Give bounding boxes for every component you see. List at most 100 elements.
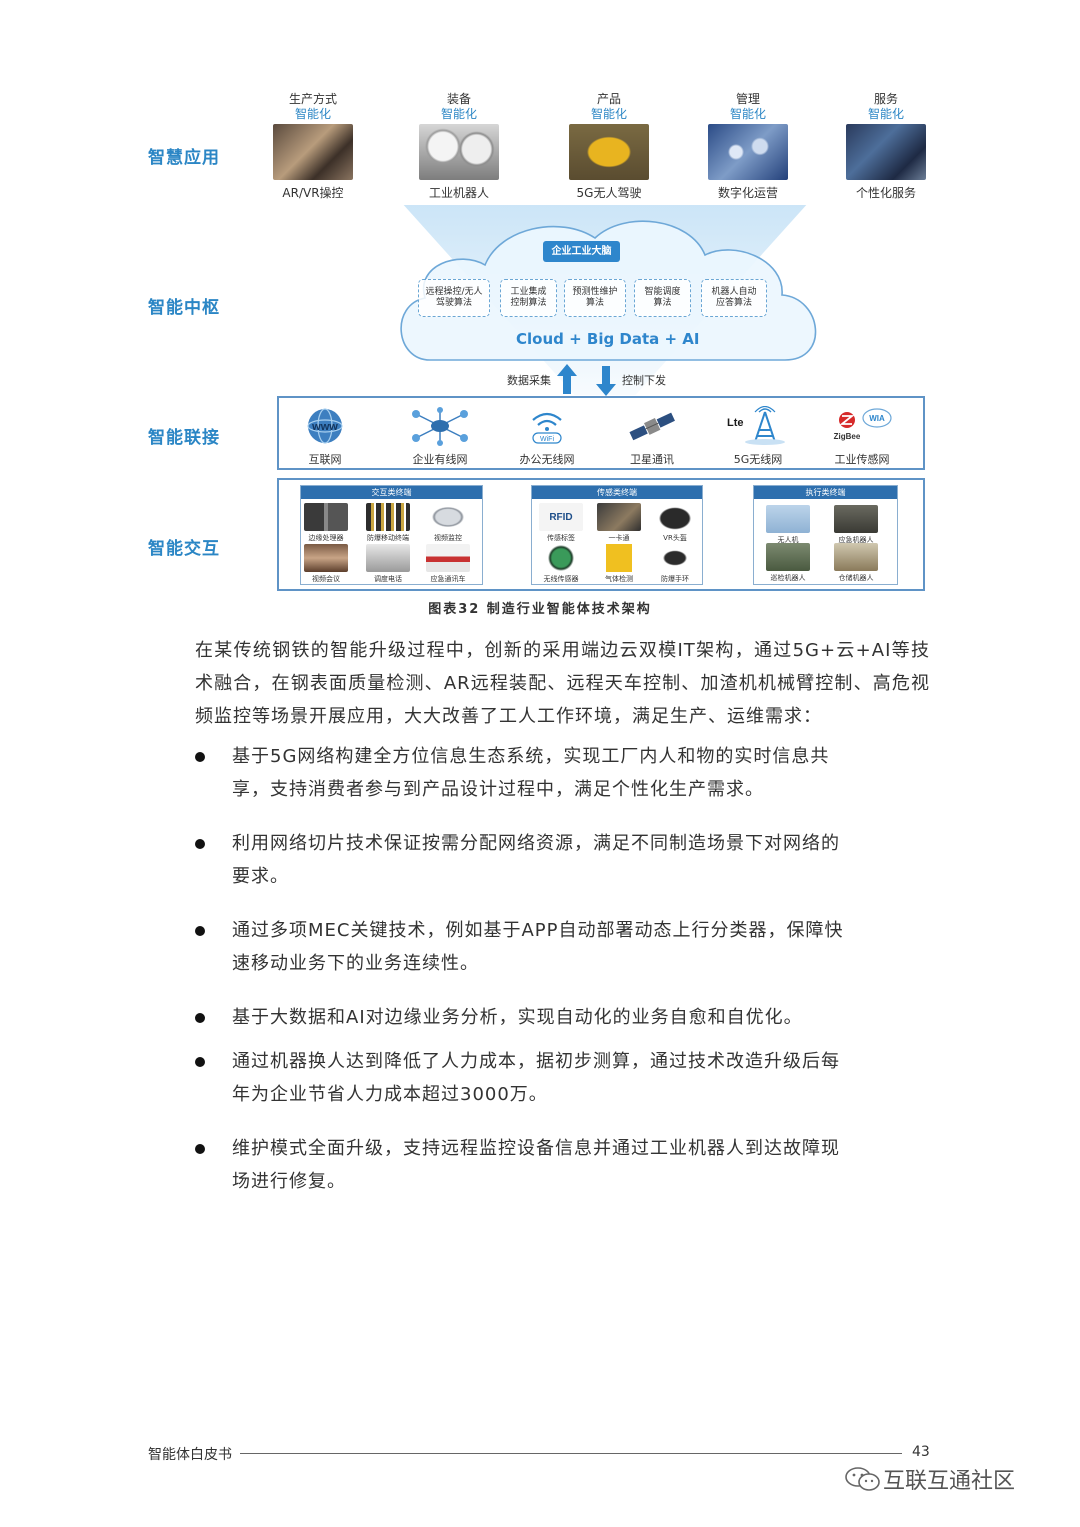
satellite-icon: [629, 412, 675, 441]
list-item: 通过机器换人达到降低了人力成本，据初步测算，通过技术改造升级后每年为企业节省人力…: [195, 1045, 855, 1111]
app-service: 服务 智能化 个性化服务: [821, 92, 951, 201]
device-caption: 防爆移动终端: [367, 534, 409, 542]
conn-caption: 企业有线网: [412, 453, 468, 466]
watermark-text: 互联互通社区: [883, 1469, 1016, 1494]
device-item: 视频会议: [298, 544, 354, 584]
conn-caption: 5G无线网: [733, 453, 783, 466]
drone-image: [766, 505, 810, 533]
wireless-sensor-image: [539, 544, 583, 572]
device-caption: 气体检测: [605, 575, 633, 583]
paragraph-text: 在某传统钢铁的智能升级过程中，创新的采用端边云双模IT架构，通过5G+云+AI等…: [195, 640, 930, 727]
device-caption: 防爆手环: [661, 575, 689, 583]
service-photo: [846, 124, 926, 180]
algo-line: 控制算法: [510, 298, 547, 308]
algo-line: 算法: [653, 298, 672, 308]
row-label-hub: 智能中枢: [148, 298, 220, 318]
device-caption: 无人机: [777, 536, 799, 544]
wifi-text: WiFi: [540, 436, 554, 443]
device-caption: 视频会议: [312, 575, 340, 583]
app-top: 管理: [735, 92, 760, 106]
conn-caption: 办公无线网: [519, 453, 575, 466]
bullet-text: 利用网络切片技术保证按需分配网络资源，满足不同制造场景下对网络的要求。: [232, 833, 840, 887]
connection-layer-box: [277, 396, 925, 470]
wifi-icon: WiFi: [532, 412, 562, 444]
body-paragraph: 在某传统钢铁的智能升级过程中，创新的采用端边云双模IT架构，通过5G+云+AI等…: [155, 634, 930, 733]
algo-line: 应答算法: [715, 298, 752, 308]
algorithm-predictive-maintenance: 预测性维护算法: [564, 279, 626, 317]
conn-wired: 企业有线网: [390, 405, 490, 467]
smart-card-image: [597, 503, 641, 531]
emergency-vehicle-image: [426, 544, 470, 572]
row-label-app: 智慧应用: [148, 148, 220, 168]
industrial-robot-photo: [419, 124, 499, 180]
group-header: 执行类终端: [754, 486, 897, 499]
algo-line: 驾驶算法: [435, 298, 472, 308]
bullet-dot: [195, 752, 205, 762]
bullet-text: 通过多项MEC关键技术，例如基于APP自动部署动态上行分类器，保障快速移动业务下…: [232, 920, 844, 974]
handheld-terminal-image: [366, 503, 410, 531]
conn-wifi: WiFi 办公无线网: [497, 405, 597, 467]
conn-caption: 卫星通讯: [630, 453, 674, 466]
app-product: 产品 智能化 5G无人驾驶: [544, 92, 674, 201]
list-item: 利用网络切片技术保证按需分配网络资源，满足不同制造场景下对网络的要求。: [195, 827, 855, 893]
gas-detector-image: [597, 544, 641, 572]
app-caption: 个性化服务: [855, 186, 916, 200]
algorithm-robot-response: 机器人自动应答算法: [701, 279, 767, 317]
bullet-dot: [195, 1144, 205, 1154]
figure-caption: 图表32 制造行业智能体技术架构: [428, 602, 652, 617]
watermark: 互联互通社区: [843, 1463, 1015, 1495]
device-item: 气体检测: [591, 544, 647, 584]
globe-www-icon: www: [307, 408, 343, 444]
device-item: 无人机: [760, 505, 816, 545]
bullet-text: 通过机器换人达到降低了人力成本，据初步测算，通过技术改造升级后每年为企业节省人力…: [232, 1051, 840, 1105]
device-item: 一卡通: [591, 503, 647, 543]
device-caption: 调度电话: [374, 575, 402, 583]
inspection-robot-image: [766, 543, 810, 571]
footer-rule: [240, 1453, 902, 1454]
algo-line: 机器人自动: [711, 287, 757, 297]
app-top: 装备: [446, 92, 471, 106]
device-caption: 应急通讯车: [430, 575, 466, 583]
app-top: 产品: [596, 92, 621, 106]
edge-processor-image: [304, 503, 348, 531]
ar-vr-photo: [273, 124, 353, 180]
row-label-interact: 智能交互: [148, 539, 220, 559]
video-conference-image: [304, 544, 348, 572]
rfid-tag-image: RFID: [539, 503, 583, 531]
algo-line: 预测性维护: [572, 287, 618, 297]
device-item: RFID 传感标签: [533, 503, 589, 543]
device-item: 视频监控: [420, 503, 476, 543]
app-caption: 数字化运营: [717, 186, 778, 200]
data-collection-label: 数据采集: [507, 374, 551, 387]
page-number: 43: [912, 1444, 930, 1460]
vr-headset-image: [653, 503, 697, 531]
device-item: 防爆移动终端: [360, 503, 416, 543]
device-item: 防爆手环: [647, 544, 703, 584]
device-caption: 一卡通: [608, 534, 630, 542]
lte-text: Lte: [727, 417, 744, 429]
app-sub: 智能化: [440, 107, 477, 121]
device-item: 边缘处理器: [298, 503, 354, 543]
device-item: 应急通讯车: [420, 544, 476, 584]
explosion-proof-band-image: [653, 544, 697, 572]
app-sub: 智能化: [867, 107, 904, 121]
algo-line: 智能调度: [644, 287, 681, 297]
app-sub: 智能化: [729, 107, 766, 121]
zigbee-text: ZigBee: [834, 432, 861, 441]
dispatch-phone-image: [366, 544, 410, 572]
conn-5g: Lte 5G无线网: [708, 405, 808, 467]
algorithm-industrial-control: 工业集成控制算法: [500, 279, 557, 317]
device-caption: 应急机器人: [838, 536, 874, 544]
device-item: 应急机器人: [828, 505, 884, 545]
network-hub-icon: [412, 407, 468, 446]
algo-line: 工业集成: [510, 287, 547, 297]
interaction-layer-box: [277, 478, 925, 591]
bullet-text: 基于5G网络构建全方位信息生态系统，实现工厂内人和物的实时信息共享，支持消费者参…: [232, 746, 830, 800]
mining-truck-photo: [569, 124, 649, 180]
bullet-dot: [195, 1013, 205, 1023]
row-label-connect: 智能联接: [148, 428, 220, 448]
wechat-icon: [845, 1467, 880, 1491]
device-caption: VR头盔: [663, 534, 687, 542]
app-equipment: 装备 智能化 工业机器人: [394, 92, 524, 201]
warehouse-robot-image: [834, 543, 878, 571]
